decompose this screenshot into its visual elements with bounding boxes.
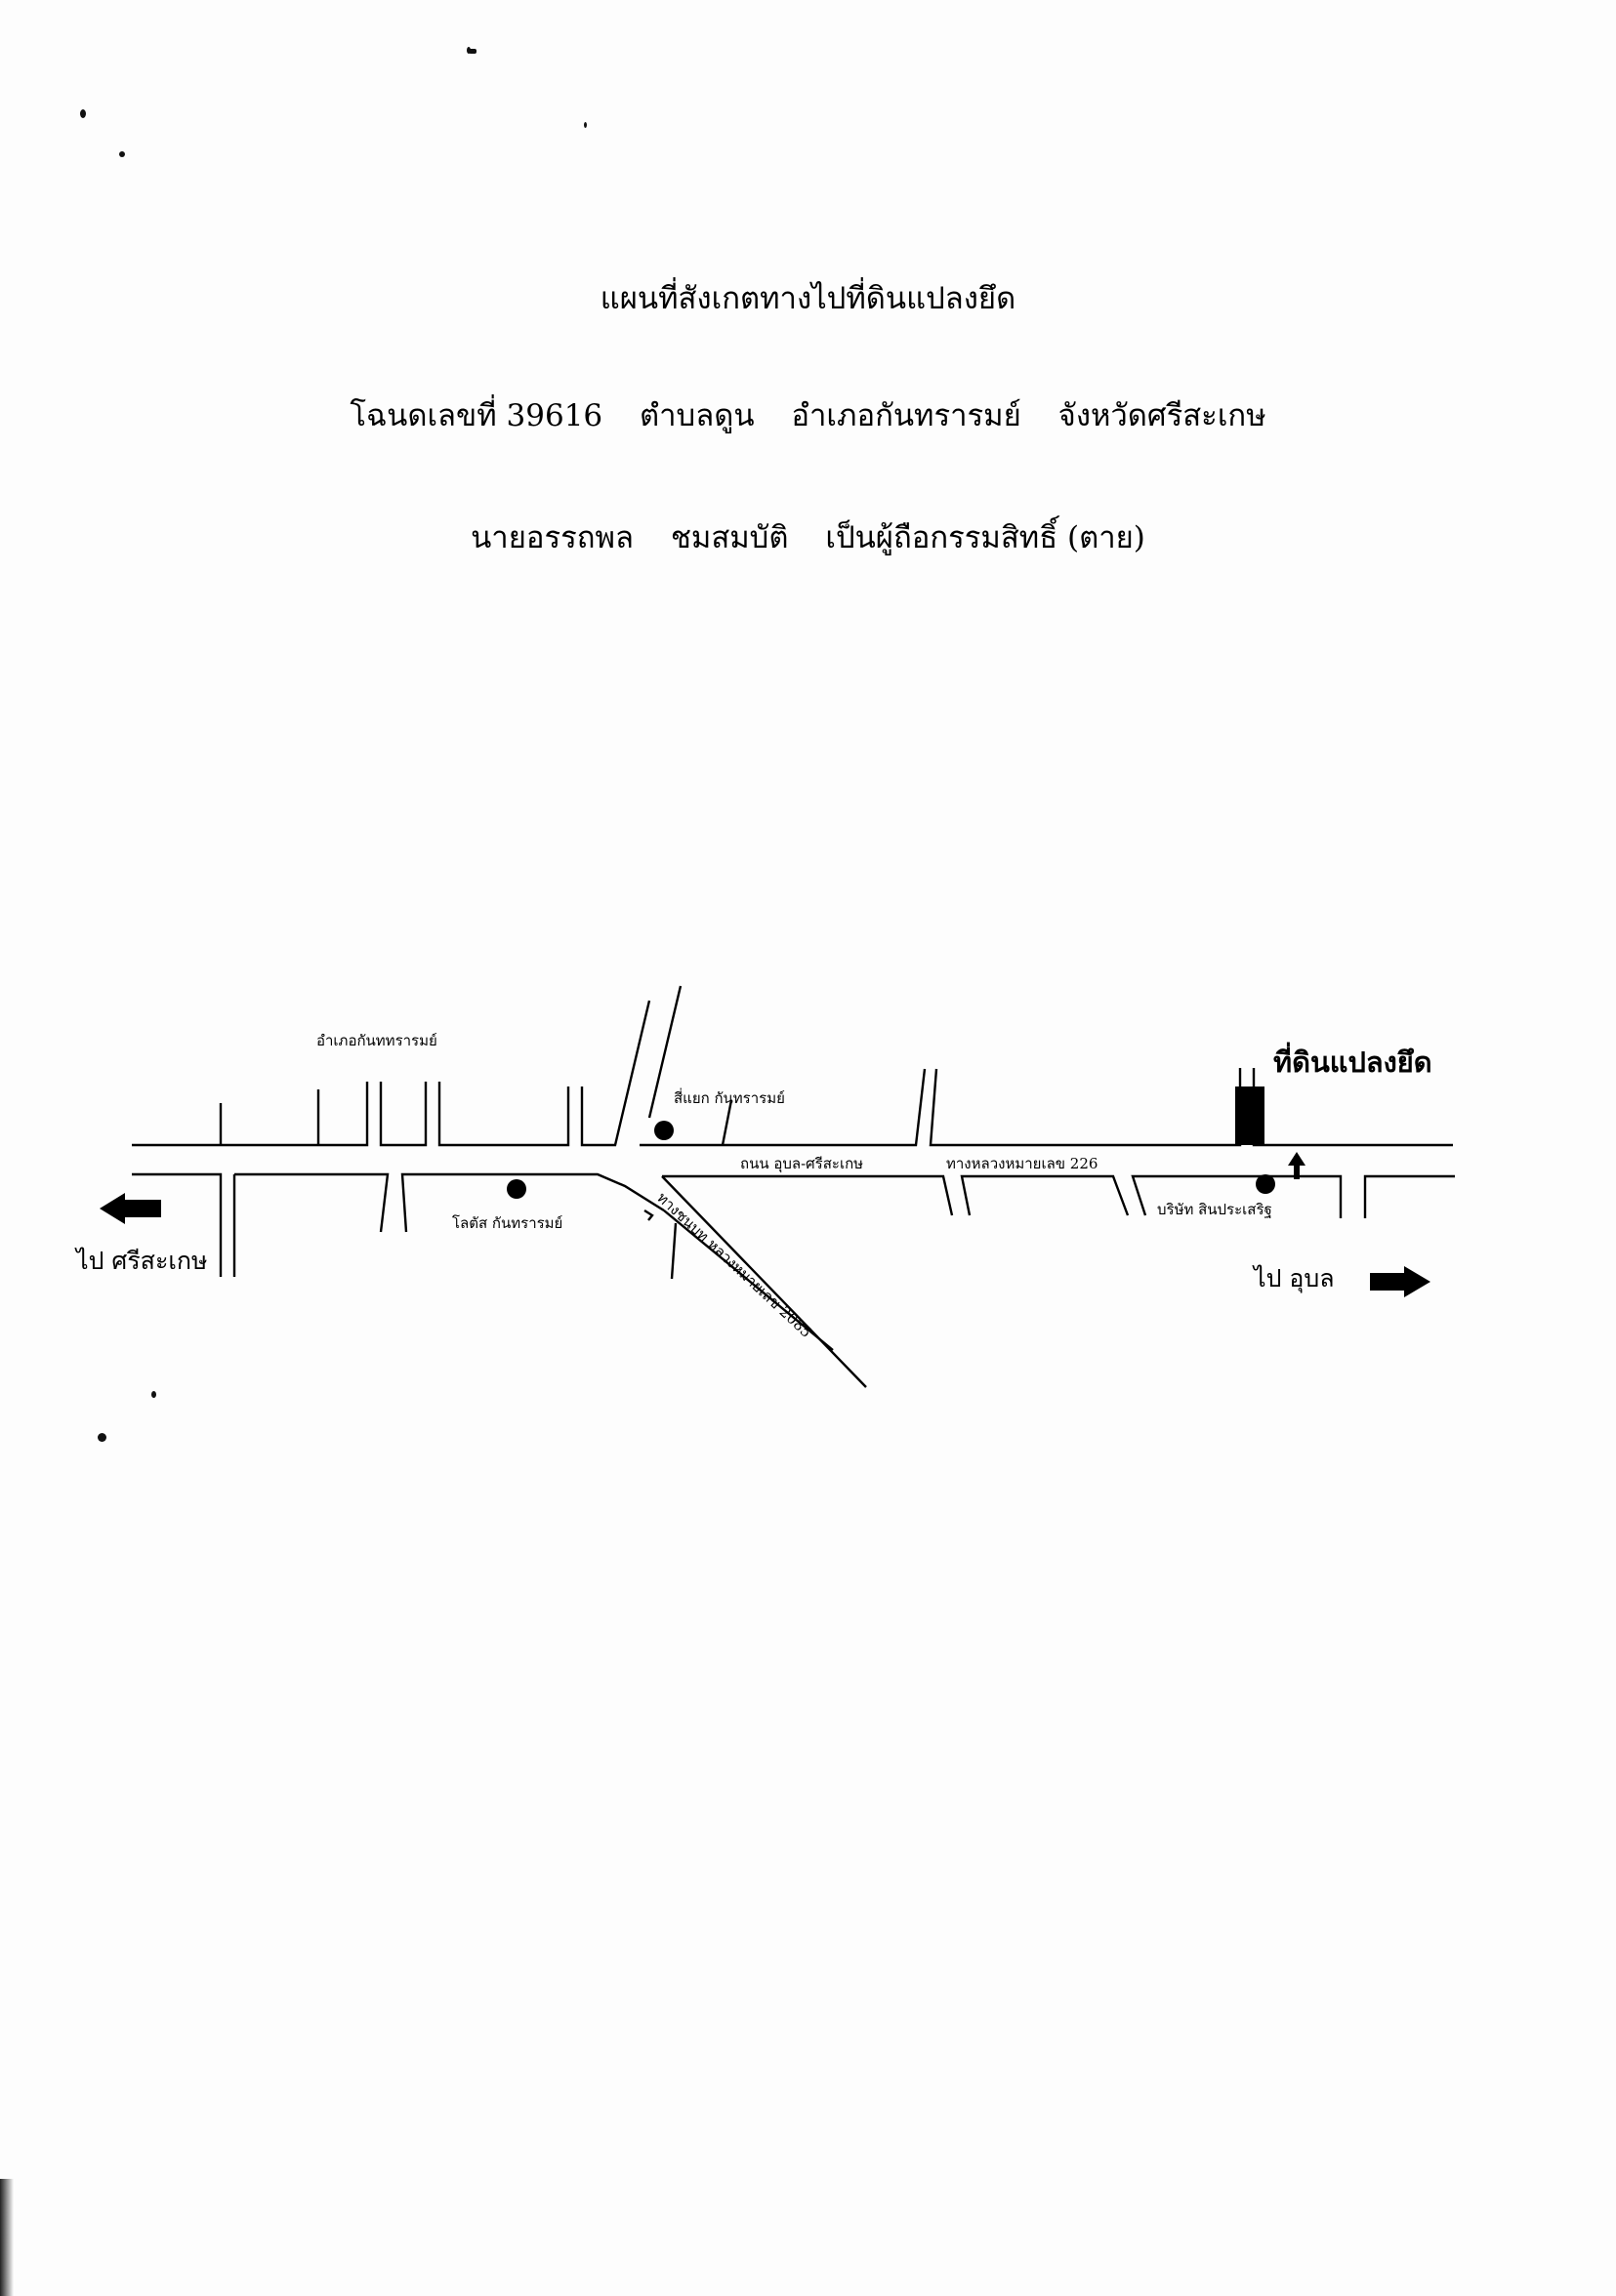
main-road-label: ถนน อุบล-ศรีสะเกษ: [740, 1155, 863, 1173]
lotus-label: โลตัส กันทรารมย์: [452, 1214, 562, 1232]
intersection-marker: [654, 1121, 674, 1140]
scan-speck: [98, 1433, 106, 1442]
to-sisaket-label: ไป ศรีสะเกษ: [74, 1247, 208, 1275]
owner-name: นายอรรถพล: [471, 520, 634, 555]
main-road-lower-east: [662, 1174, 1455, 1218]
intersection-upper-right: [640, 985, 1453, 1147]
subdistrict: ตำบลดูน: [640, 398, 755, 433]
scan-speck: [151, 1391, 156, 1398]
scan-speck: [80, 109, 86, 118]
owner-line: นายอรรถพล ชมสมบัติ เป็นผู้ถือกรรมสิทธิ์ …: [0, 512, 1616, 561]
owner-status: เป็นผู้ถือกรรมสิทธิ์ (ตาย): [825, 520, 1145, 555]
owner-surname: ชมสมบัติ: [670, 520, 789, 555]
arrow-left-icon: [100, 1193, 161, 1224]
diagonal-road-east-edge: [661, 1175, 867, 1388]
scan-speck: [469, 49, 477, 54]
arrow-up-icon: [1288, 1152, 1305, 1179]
seized-land-marker: [1235, 1086, 1264, 1145]
diagonal-road-label: ทางชนบท หลวงหมายเลข 2085: [653, 1189, 815, 1341]
scan-edge-shadow: [0, 2179, 14, 2296]
lotus-marker: [507, 1179, 526, 1199]
main-road-upper-edge: [132, 1000, 651, 1147]
deed-line: โฉนดเลขที่ 39616 ตำบลดูน อำเภอกันทรารมย์…: [0, 390, 1616, 439]
arrow-right-icon: [1370, 1266, 1430, 1297]
diagonal-road-side: [643, 1209, 678, 1280]
deed-number: โฉนดเลขที่ 39616: [350, 398, 603, 433]
location-map: อำเภอกันททรารมย์ สี่แยก กันทรารมย์ โลตัส…: [74, 985, 1455, 1388]
document-title: แผนที่สังเกตทางไปที่ดินแปลงยึด: [600, 281, 1016, 316]
highway-label: ทางหลวงหมายเลข 226: [946, 1155, 1098, 1172]
main-road-lower-edge: [132, 1172, 665, 1277]
scan-speck: [584, 122, 587, 128]
intersection-label: สี่แยก กันทรารมย์: [674, 1087, 785, 1107]
district: อำเภอกันทรารมย์: [791, 398, 1021, 433]
road-network: [132, 985, 1455, 1388]
company-label: บริษัท สินประเสริฐ: [1157, 1201, 1272, 1218]
diagonal-road-west-edge: [663, 1210, 834, 1351]
to-ubon-label: ไป อุบล: [1252, 1264, 1335, 1293]
district-office-label: อำเภอกันททรารมย์: [316, 1032, 437, 1049]
province: จังหวัดศรีสะเกษ: [1057, 398, 1266, 433]
seized-land-label: ที่ดินแปลงยึด: [1273, 1042, 1432, 1079]
company-marker: [1256, 1174, 1275, 1194]
scan-speck: [119, 151, 125, 157]
